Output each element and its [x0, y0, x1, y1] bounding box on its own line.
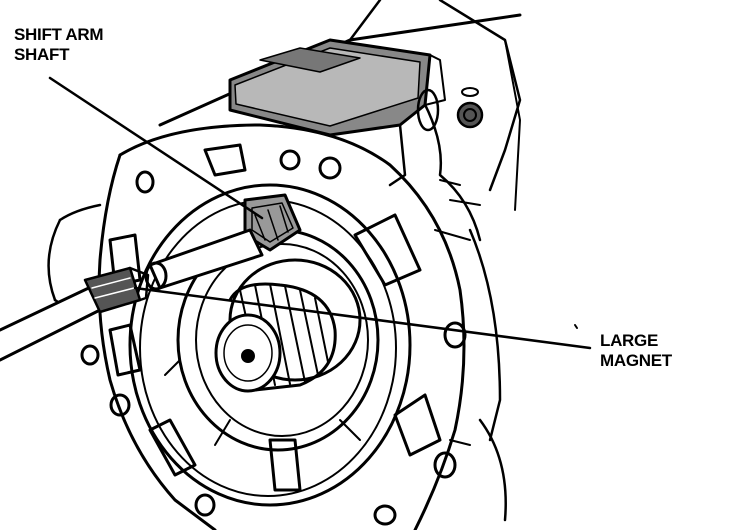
- speck: [574, 324, 578, 329]
- callout-large-magnet-line2: MAGNET: [600, 351, 672, 370]
- shift-arm-shaft-part: [144, 193, 302, 291]
- leader-line-shift-arm-shaft: [48, 76, 264, 220]
- leader-lines: [48, 76, 592, 350]
- magnet-probe: [0, 266, 150, 362]
- mounting-block: [228, 38, 484, 187]
- callout-large-magnet-line1: LARGE: [600, 331, 659, 350]
- output-shaft: [214, 258, 362, 393]
- callout-large-magnet: LARGE MAGNET: [600, 331, 672, 371]
- callout-shift-arm-shaft: SHIFT ARM SHAFT: [14, 25, 104, 65]
- callout-shift-arm-shaft-line1: SHIFT ARM: [14, 25, 104, 44]
- callout-shift-arm-shaft-line2: SHAFT: [14, 45, 70, 64]
- bolt-holes: [80, 149, 467, 526]
- leader-line-large-magnet: [133, 286, 592, 350]
